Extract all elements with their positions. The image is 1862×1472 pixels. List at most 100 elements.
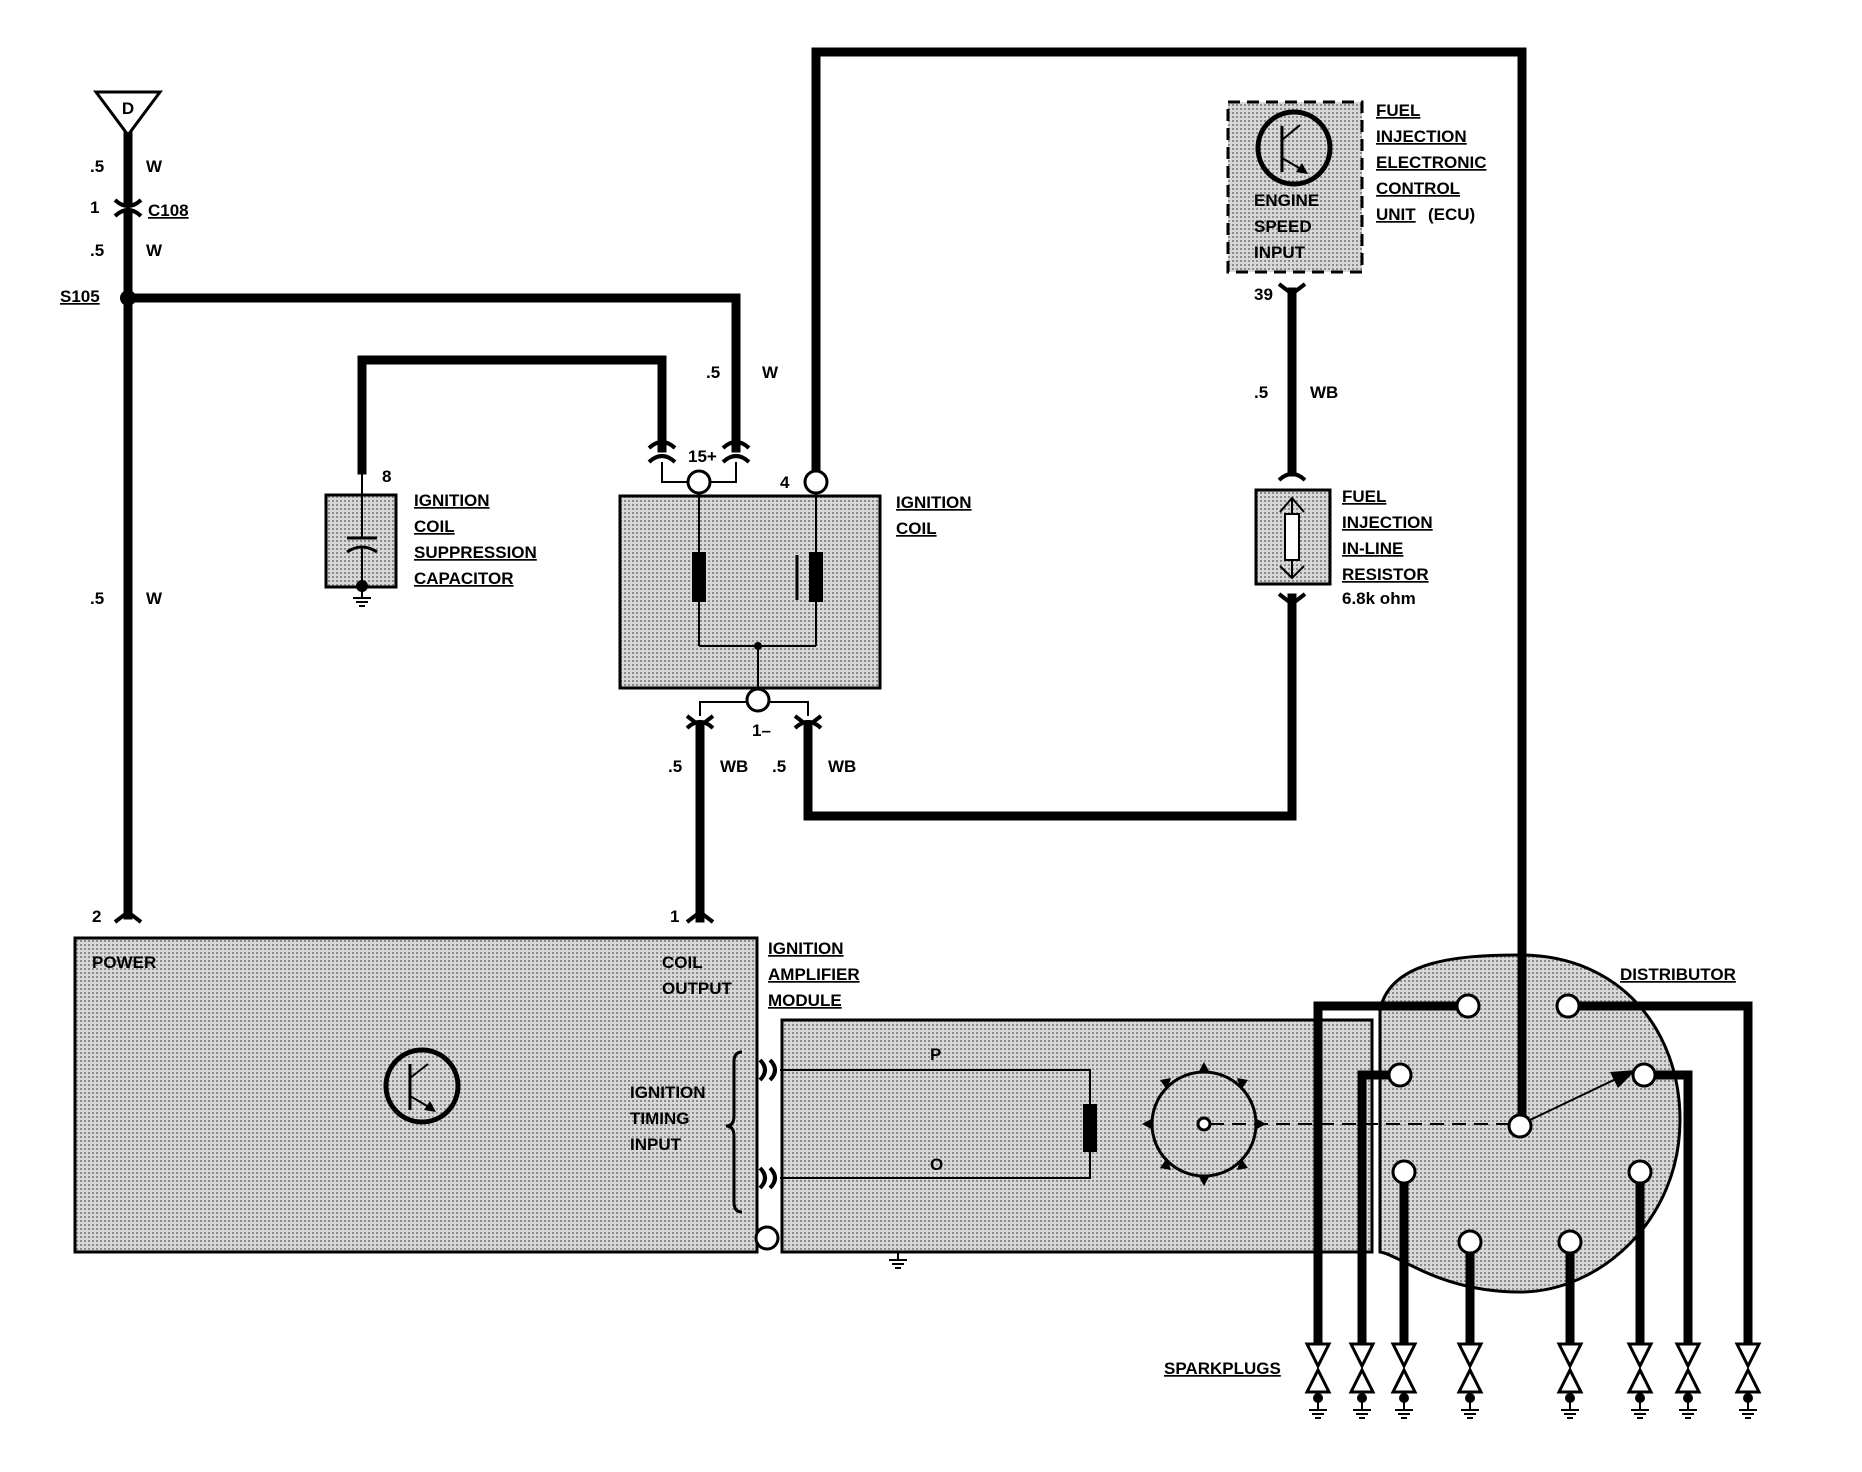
terminal-1minus [745,687,771,713]
gauge-label: .5 [1254,383,1268,402]
resistor-label-line: RESISTOR [1342,565,1429,584]
connector-c108-top [113,198,143,208]
amplifier-module-box [780,1018,1374,1254]
color-label: W [146,589,163,608]
sparkplug-5 [1556,1342,1584,1419]
pin-label: 39 [1254,285,1273,304]
pin-label: 1 [90,198,99,217]
splice-s105-label: S105 [60,287,100,306]
resistor-element [1284,513,1300,561]
connector-1minus-a [685,714,715,729]
ecu-label-line: ELECTRONIC [1376,153,1487,172]
ecu-label-line: FUEL [1376,101,1420,120]
connector-c108-label: C108 [148,201,189,220]
distributor-label: DISTRIBUTOR [1620,965,1736,984]
amplifier-label-line: IGNITION [768,939,844,958]
capacitor-label-line: CAPACITOR [414,569,514,588]
ecu-inner-label: SPEED [1254,217,1312,236]
wire-s105-to-coil [123,293,741,453]
ecu-label-line: UNIT [1376,205,1416,224]
sparkplug-4 [1456,1342,1484,1419]
capacitor-label-line: COIL [414,517,455,536]
pin-label: 4 [780,473,790,492]
amplifier-ground-terminal [754,1225,780,1251]
terminal-15plus [686,469,712,495]
plug-wire-2 [1357,1070,1405,1349]
pin-label: 2 [92,907,101,926]
sparkplug-7 [1674,1342,1702,1419]
capacitor-plate-bottom [346,545,378,554]
sparkplug-symbols [1304,1342,1762,1419]
sparkplug-1 [1304,1342,1332,1419]
power-transistor-icon [383,1047,461,1125]
coil-output-label: COIL [662,953,703,972]
wire-15-left [661,462,688,483]
gauge-label: .5 [90,241,104,260]
plug-wire-8 [1563,1001,1753,1349]
amplifier-label-line: MODULE [768,991,842,1010]
sparkplugs-label: SPARKPLUGS [1164,1359,1281,1378]
color-label: WB [828,757,856,776]
timing-input-label: TIMING [630,1109,690,1128]
connector-pin1 [685,909,715,924]
wire-resistor-to-coil [803,593,1297,821]
gauge-label: .5 [772,757,786,776]
coil-label-line: COIL [896,519,937,538]
pickup-p-label: P [930,1045,941,1064]
splice-s105 [120,290,136,306]
color-label: W [146,157,163,176]
power-module-box [73,936,759,1254]
connector-c108-bottom [113,208,143,218]
connector-resistor-bottom [1277,592,1307,607]
wire-coil4-to-distributor [811,47,1527,1119]
wire-capacitor-to-coil [357,355,667,475]
ecu-transistor-icon [1255,109,1333,187]
gauge-label: .5 [706,363,720,382]
ground-d-label: D [122,99,134,118]
connector-coil-15-d [721,454,751,464]
timing-input-label: INPUT [630,1135,682,1154]
ecu-label-line: CONTROL [1376,179,1460,198]
resistor-label-line: FUEL [1342,487,1386,506]
pin-label: 1– [752,721,771,740]
rotor-arrow [1610,1070,1636,1088]
resistor-label-line: INJECTION [1342,513,1433,532]
connector-coil-15-a [647,440,677,450]
connector-1minus-b [793,714,823,729]
coil-label-line: IGNITION [896,493,972,512]
gauge-label: .5 [90,157,104,176]
ecu-inner-label: ENGINE [1254,191,1319,210]
pickup-coil [1083,1104,1097,1152]
power-label: POWER [92,953,156,972]
coil-output-label: OUTPUT [662,979,733,998]
plug-wire-7 [1639,1070,1693,1349]
pickup-o-label: O [930,1155,943,1174]
sparkplug-6 [1626,1342,1654,1419]
connector-coil-15-c [721,440,751,450]
color-label: W [146,241,163,260]
capacitor-label-line: IGNITION [414,491,490,510]
pin-label: 15+ [688,447,717,466]
pin-label: 1 [670,907,679,926]
ignition-coil-box [618,494,882,690]
ecu-label-line: (ECU) [1428,205,1475,224]
gauge-label: .5 [90,589,104,608]
coil-secondary-winding [809,552,823,602]
timing-input-label: IGNITION [630,1083,706,1102]
gauge-label: .5 [668,757,682,776]
timing-input-bracket [725,1050,743,1214]
ecu-inner-label: INPUT [1254,243,1306,262]
sparkplug-8 [1734,1342,1762,1419]
sparkplug-3 [1390,1342,1418,1419]
resistor-value: 6.8k ohm [1342,589,1416,608]
distributor-rotor-center [1507,1113,1533,1139]
sparkplug-2 [1348,1342,1376,1419]
terminal-4 [803,469,829,495]
amplifier-label-line: AMPLIFIER [768,965,860,984]
wire-15-right [710,462,737,483]
pin-label: 8 [382,467,391,486]
color-label: WB [720,757,748,776]
plug-wire-1 [1313,1001,1473,1349]
connector-coil-15-b [647,454,677,464]
